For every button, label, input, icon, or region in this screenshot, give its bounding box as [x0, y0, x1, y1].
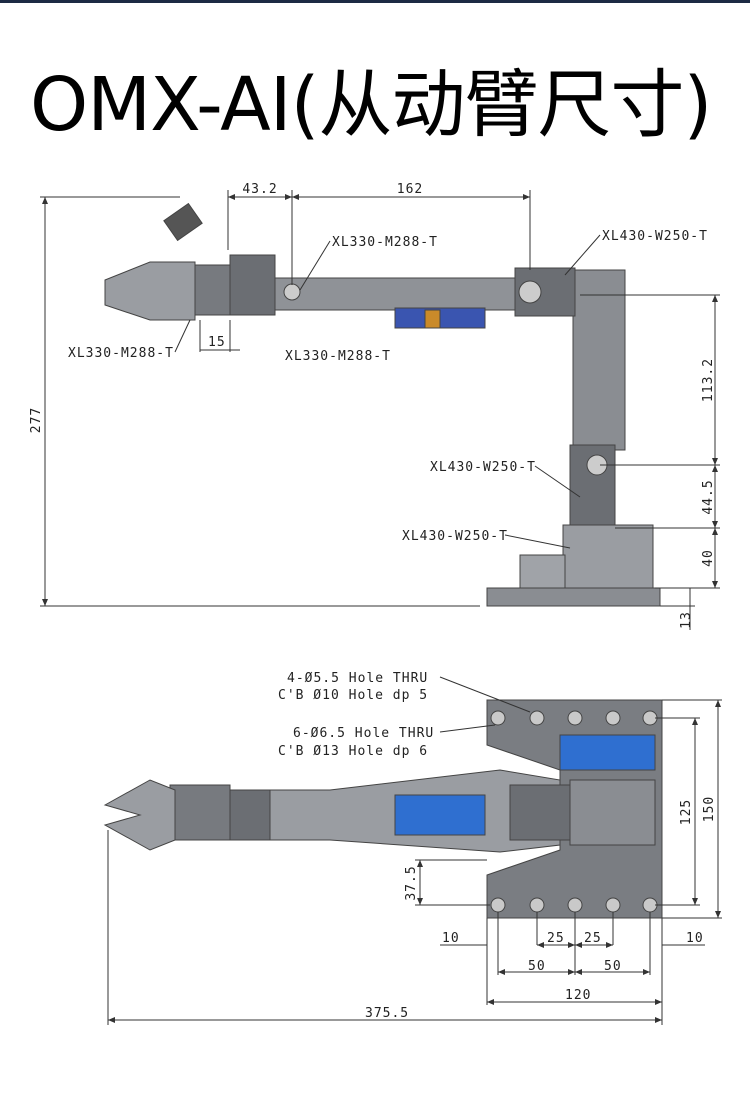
top-border: [0, 0, 750, 3]
base-block: [562, 524, 654, 589]
dim-44-5: 44.5: [701, 479, 716, 514]
hole-note-2-line1: 6-Ø6.5 Hole THRU: [293, 726, 434, 741]
label-mid-servo: XL330-M288-T: [285, 349, 391, 364]
base-plate: [486, 587, 661, 607]
side-view-dimensions: [40, 190, 720, 630]
label-shoulder-servo: XL430-W250-T: [602, 229, 708, 244]
dim-15: 15: [208, 335, 226, 350]
top-view-dimensions: [107, 676, 722, 1025]
dim-125: 125: [679, 799, 694, 825]
dim-25a: 25: [547, 931, 565, 946]
dim-113-2: 113.2: [701, 358, 716, 402]
dim-277: 277: [29, 407, 44, 433]
label-base-servo: XL430-W250-T: [402, 529, 508, 544]
vertical-link: [572, 269, 626, 451]
dim-25b: 25: [584, 931, 602, 946]
top-view-robot: [103, 699, 663, 919]
hole-note-2-line2: C'B Ø13 Hole dp 6: [278, 744, 428, 759]
dim-right-10: 10: [686, 931, 704, 946]
label-gripper-servo: XL330-M288-T: [68, 346, 174, 361]
gripper: [104, 261, 196, 321]
controller-board: [559, 734, 656, 771]
dim-375-5: 375.5: [365, 1006, 409, 1021]
dim-150: 150: [702, 796, 717, 822]
dim-40: 40: [701, 549, 716, 567]
dim-50a: 50: [528, 959, 546, 974]
page-title: OMX-AI(从动臂尺寸): [30, 62, 712, 148]
dim-left-10: 10: [442, 931, 460, 946]
dim-37-5: 37.5: [404, 865, 419, 900]
dim-50b: 50: [604, 959, 622, 974]
dim-120: 120: [565, 988, 591, 1003]
dim-43-2: 43.2: [242, 182, 277, 197]
hole-note-1-line2: C'B Ø10 Hole dp 5: [278, 688, 428, 703]
side-view-texts: 277 43.2 162 113.2 44.5 40 13 15 XL330-M…: [29, 182, 716, 629]
label-elbow-servo: XL430-W250-T: [430, 460, 536, 475]
dim-162: 162: [397, 182, 423, 197]
hole-note-1-line1: 4-Ø5.5 Hole THRU: [287, 671, 428, 686]
gripper-top: [103, 779, 176, 851]
dim-13: 13: [679, 611, 694, 629]
top-view-texts: 4-Ø5.5 Hole THRU C'B Ø10 Hole dp 5 6-Ø6.…: [278, 671, 717, 1021]
wrist-servo: [229, 254, 276, 316]
camera: [163, 202, 203, 242]
side-view-robot: [104, 202, 661, 607]
label-wrist-servo: XL330-M288-T: [332, 235, 438, 250]
